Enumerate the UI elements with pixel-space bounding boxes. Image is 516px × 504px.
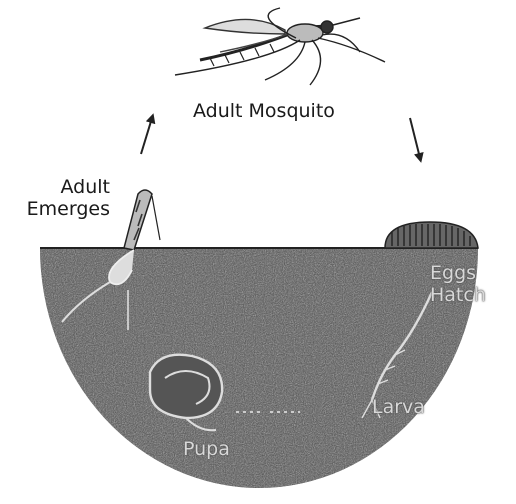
stage-label-adult-emerges: Adult Emerges [10,176,110,220]
mosquito-illustration [175,8,385,85]
stage-label-larva: Larva [372,396,425,418]
stage-label-eggs-hatch-line-1: Eggs [430,262,516,284]
stage-label-adult-mosquito: Adult Mosquito [193,100,335,122]
stage-label-eggs-hatch: Eggs Hatch [430,262,516,306]
stage-label-pupa: Pupa [183,438,230,460]
stage-label-adult-emerges-line-1: Adult [10,176,110,198]
stage-label-eggs-hatch-line-2: Hatch [430,284,516,306]
cycle-arrow-left [141,118,152,154]
cycle-arrow-right [410,118,420,158]
egg-raft-illustration [385,222,478,248]
stage-label-adult-emerges-line-2: Emerges [10,198,110,220]
